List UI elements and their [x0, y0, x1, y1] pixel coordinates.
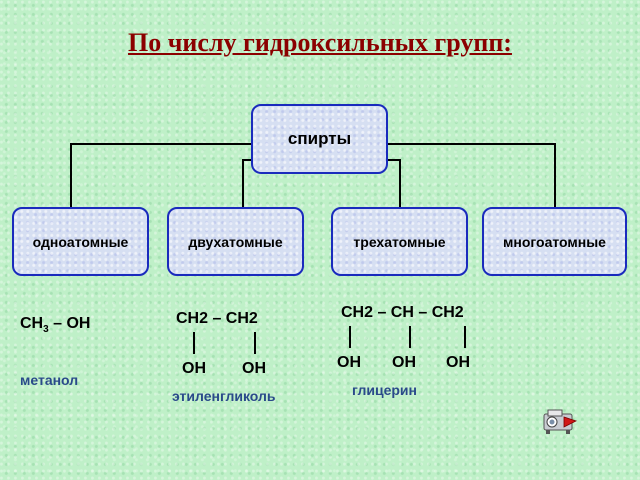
node-dihydric: двухатомные — [167, 207, 304, 276]
glycerol-chain: CH2 – CH – CH2 — [341, 304, 464, 321]
projector-icon[interactable] — [540, 404, 580, 436]
methanol-formula-sub: 3 — [43, 324, 49, 336]
methanol-formula-a: CH — [20, 315, 44, 332]
ethylene-glycol-name: этиленгликоль — [172, 388, 276, 404]
methanol-name: метанол — [20, 372, 79, 388]
connector-outer — [70, 143, 556, 207]
glycerol-oh-2: OH — [392, 354, 416, 371]
bond-line — [349, 326, 351, 348]
methanol-formula: CH3 – OH — [20, 315, 90, 335]
root-node-alcohols: спирты — [251, 104, 388, 174]
bond-line — [193, 332, 195, 354]
ethylene-glycol-oh-1: OH — [182, 360, 206, 377]
methanol-formula-b: – OH — [48, 315, 91, 332]
page-title: По числу гидроксильных групп: — [128, 28, 512, 57]
bond-line — [409, 326, 411, 348]
ethylene-glycol-chain: CH2 – CH2 — [176, 310, 258, 327]
connector-inner — [242, 159, 401, 207]
glycerol-oh-1: OH — [337, 354, 361, 371]
bond-line — [254, 332, 256, 354]
node-polyhydric: многоатомные — [482, 207, 627, 276]
glycerol-name: глицерин — [352, 382, 417, 398]
node-trihydric: трехатомные — [331, 207, 468, 276]
bond-line — [464, 326, 466, 348]
node-monohydric: одноатомные — [12, 207, 149, 276]
ethylene-glycol-oh-2: OH — [242, 360, 266, 377]
glycerol-oh-3: OH — [446, 354, 470, 371]
